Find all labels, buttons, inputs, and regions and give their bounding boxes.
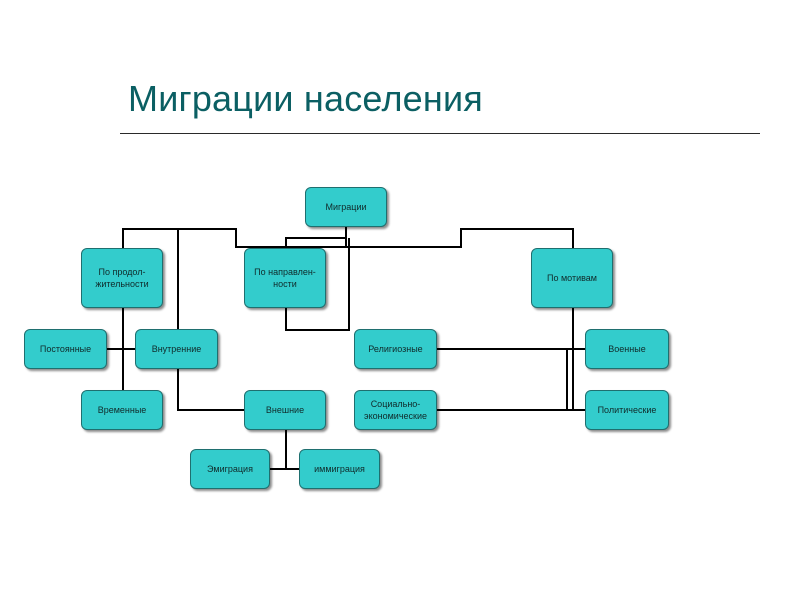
connector-internal-external	[177, 369, 244, 411]
node-by-direction: По направлен- ности	[244, 248, 326, 308]
node-by-duration: По продол- жительности	[81, 248, 163, 308]
node-external: Внешние	[244, 390, 326, 430]
node-internal: Внутренние	[135, 329, 218, 369]
connector-external-down	[270, 430, 287, 470]
node-immigration: иммиграция	[299, 449, 380, 489]
node-military: Военные	[585, 329, 669, 369]
node-migrations: Миграции	[305, 187, 387, 227]
node-political: Политические	[585, 390, 669, 430]
node-religious: Религиозные	[354, 329, 437, 369]
node-temporary: Временные	[81, 390, 163, 430]
connector-root-bus	[122, 226, 347, 248]
node-permanent: Постоянные	[24, 329, 107, 369]
node-by-motive: По мотивам	[531, 248, 613, 308]
page-title: Миграции населения	[128, 78, 483, 119]
node-socio-economic: Социально- экономические	[354, 390, 437, 430]
connector-root-right	[346, 228, 574, 248]
node-emigration: Эмиграция	[190, 449, 270, 489]
title-divider	[120, 133, 760, 134]
